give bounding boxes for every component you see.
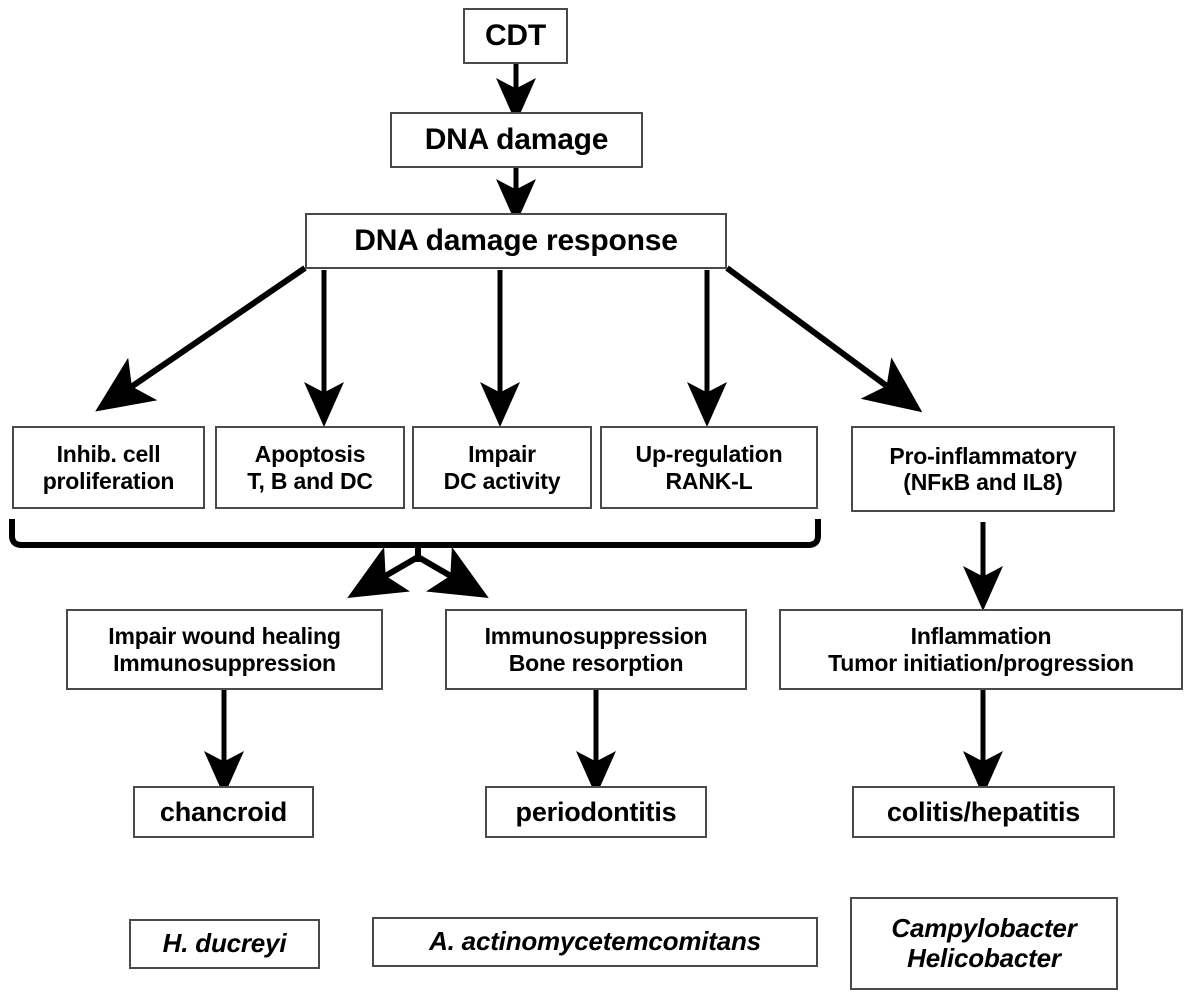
node-rankl-line-0: Up-regulation — [635, 441, 783, 468]
node-inflammation-tumor[interactable]: Inflammation Tumor initiation/progressio… — [779, 609, 1183, 690]
brace-row2 — [9, 519, 821, 549]
node-bone-line-1: Bone resorption — [508, 649, 684, 676]
node-impair-dc-line-0: Impair — [468, 441, 536, 468]
node-pro-inflammatory[interactable]: Pro-inflammatory (NFκB and IL8) — [851, 426, 1115, 512]
node-dna-damage[interactable]: DNA damage — [390, 112, 643, 168]
node-wound-line-1: Immunosuppression — [113, 649, 336, 676]
node-inhib-line-0: Inhib. cell — [56, 441, 161, 468]
node-periodontitis-line-0: periodontitis — [515, 796, 677, 827]
node-upregulation-rankl[interactable]: Up-regulation RANK-L — [600, 426, 818, 509]
node-dna-damage-line-0: DNA damage — [424, 122, 609, 156]
node-campylo-line-0: Campylobacter — [891, 912, 1077, 943]
node-dna-damage-response[interactable]: DNA damage response — [305, 213, 727, 269]
edge-brace-to-bone — [416, 546, 489, 599]
node-apoptosis-line-0: Apoptosis — [254, 441, 366, 468]
node-colitis-hepatitis[interactable]: colitis/hepatitis — [852, 786, 1115, 838]
node-cdt-line-0: CDT — [484, 18, 547, 52]
node-apoptosis[interactable]: Apoptosis T, B and DC — [215, 426, 405, 509]
node-chancroid[interactable]: chancroid — [133, 786, 314, 838]
node-wound-line-0: Impair wound healing — [108, 623, 341, 650]
node-proinflammatory-line-1: (NFκB and IL8) — [903, 469, 1063, 495]
node-rankl-line-1: RANK-L — [665, 467, 753, 494]
node-campylo-line-1: Helicobacter — [907, 942, 1061, 973]
node-dna-damage-response-line-0: DNA damage response — [354, 223, 678, 257]
node-inflammation-line-0: Inflammation — [910, 623, 1052, 650]
node-a-actinomycetemcomitans[interactable]: A. actinomycetemcomitans — [372, 917, 818, 967]
edge-ddr-to-proinflammatory — [725, 265, 923, 413]
node-campylobacter-helicobacter[interactable]: Campylobacter Helicobacter — [850, 897, 1118, 990]
node-periodontitis[interactable]: periodontitis — [485, 786, 707, 838]
node-h-ducreyi-line-0: H. ducreyi — [162, 928, 287, 959]
node-impair-dc-line-1: DC activity — [443, 467, 561, 494]
node-inhib-cell-proliferation[interactable]: Inhib. cell proliferation — [12, 426, 205, 509]
node-colitis-line-0: colitis/hepatitis — [886, 796, 1081, 827]
node-impair-dc-activity[interactable]: Impair DC activity — [412, 426, 592, 509]
edge-brace-to-wound — [347, 546, 420, 599]
node-proinflammatory-line-0: Pro-inflammatory — [889, 442, 1077, 469]
node-inflammation-line-1: Tumor initiation/progression — [828, 649, 1134, 676]
edge-ddr-to-inhib — [95, 265, 307, 412]
node-apoptosis-line-1: T, B and DC — [247, 467, 373, 494]
node-cdt[interactable]: CDT — [463, 8, 568, 64]
node-h-ducreyi[interactable]: H. ducreyi — [129, 919, 320, 969]
node-bone-resorption[interactable]: Immunosuppression Bone resorption — [445, 609, 747, 690]
node-a-actino-line-0: A. actinomycetemcomitans — [429, 926, 761, 957]
node-inhib-line-1: proliferation — [42, 467, 175, 494]
node-bone-line-0: Immunosuppression — [484, 623, 708, 650]
node-chancroid-line-0: chancroid — [159, 796, 288, 827]
node-impair-wound-healing[interactable]: Impair wound healing Immunosuppression — [66, 609, 383, 690]
